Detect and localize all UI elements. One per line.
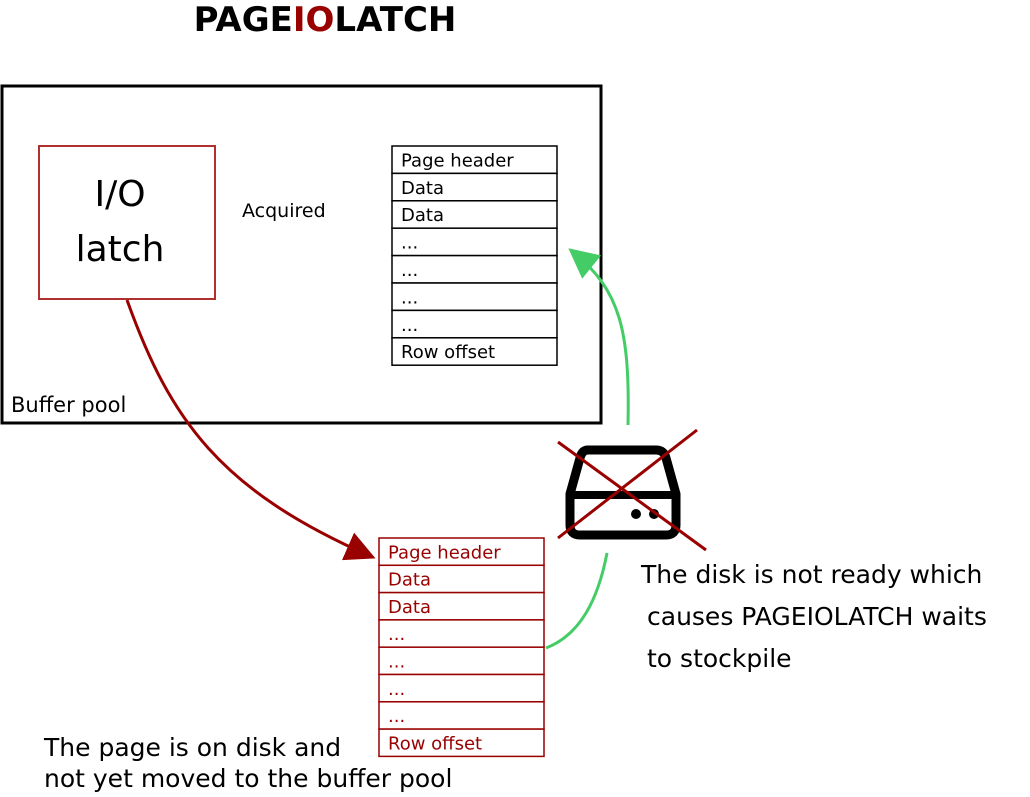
table-cell: Row offset [388,733,482,754]
table-row [391,227,558,257]
table-cell: ... [401,233,418,254]
cross-mark [557,428,707,552]
latch-label-2: latch [76,229,165,270]
table-cell: ... [388,652,405,673]
table-row [391,282,558,312]
table-row [391,309,558,339]
table-cell: ... [401,315,418,336]
table-cell: ... [388,706,405,727]
page-note-line-1: The page is on disk and [43,733,341,762]
table-row [378,619,545,648]
table-row [378,728,545,758]
io-latch-box [38,145,216,300]
disk-note-line-2: causes PAGEIOLATCH waits [647,602,987,631]
table-row [378,673,545,703]
table-cell: Data [401,205,444,226]
latch-to-disk-page-arrow [125,299,376,561]
table-cell: ... [401,287,418,308]
latch-label-1: I/O [94,174,145,215]
table-row [391,337,558,366]
load-to-memory-arrow [568,248,630,426]
disk-page-to-disk-line [545,552,609,650]
table-cell: ... [401,260,418,281]
disk-note-line-1: The disk is not ready which [640,560,982,589]
table-cell: Row offset [401,342,495,363]
table-row [378,701,545,730]
table-row [391,200,558,229]
page-note-line-2: not yet moved to the buffer pool [44,764,452,793]
table-row [378,537,545,567]
table-cell: Data [388,570,431,591]
disk-note-line-3: to stockpile [647,644,792,673]
table-cell: ... [388,624,405,645]
acquired-label: Acquired [242,200,326,222]
table-cell: Data [388,597,431,618]
table-cell: Page header [388,542,501,563]
table-row [378,591,545,621]
table-cell: ... [388,679,405,700]
table-cell: Page header [401,150,514,171]
buffer-pool-label: Buffer pool [11,393,126,417]
title: PAGEIOLATCH [194,0,457,40]
table-cell: Data [401,178,444,199]
